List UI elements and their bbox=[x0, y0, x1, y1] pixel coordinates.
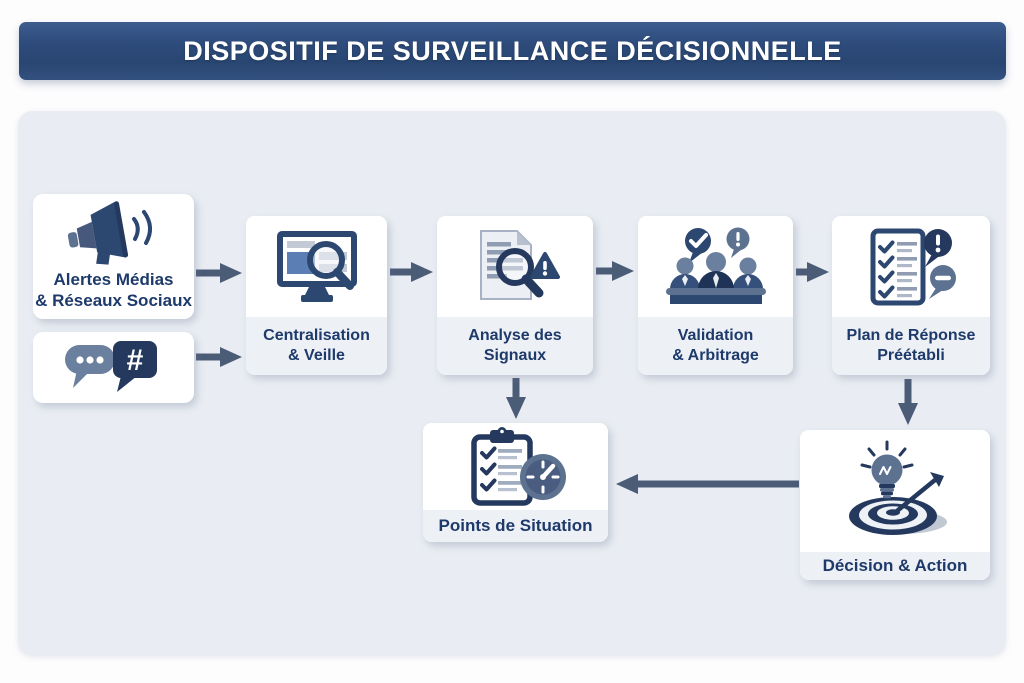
step-analyse-signaux: Analyse des Signaux bbox=[437, 216, 593, 375]
monitor-search-icon bbox=[246, 216, 387, 317]
svg-text:#: # bbox=[126, 344, 143, 377]
output-decision-action: Décision & Action bbox=[800, 430, 990, 580]
output-label: Points de Situation bbox=[423, 510, 608, 542]
title-banner: DISPOSITIF DE SURVEILLANCE DÉCISIONNELLE bbox=[19, 22, 1006, 80]
step-centralisation-veille: Centralisation & Veille bbox=[246, 216, 387, 375]
page-title: DISPOSITIF DE SURVEILLANCE DÉCISIONNELLE bbox=[183, 35, 842, 66]
megaphone-icon bbox=[64, 201, 164, 270]
committee-discussion-icon bbox=[638, 216, 793, 317]
output-points-de-situation: Points de Situation bbox=[423, 423, 608, 542]
source-label: Alertes Médias & Réseaux Sociaux bbox=[35, 270, 192, 310]
social-chat-hashtag-icon: # bbox=[59, 336, 169, 399]
checklist-alert-icon bbox=[832, 216, 990, 317]
step-label: Centralisation & Veille bbox=[246, 317, 387, 375]
step-validation-arbitrage: Validation & Arbitrage bbox=[638, 216, 793, 375]
lightbulb-target-icon bbox=[800, 430, 990, 552]
step-label: Analyse des Signaux bbox=[437, 317, 593, 375]
clipboard-clock-icon bbox=[423, 423, 608, 510]
step-plan-reponse: Plan de Réponse Préétabli bbox=[832, 216, 990, 375]
source-reseaux-sociaux: # bbox=[33, 332, 194, 403]
step-label: Validation & Arbitrage bbox=[638, 317, 793, 375]
step-label: Plan de Réponse Préétabli bbox=[832, 317, 990, 375]
output-label: Décision & Action bbox=[800, 552, 990, 580]
source-alertes-medias: Alertes Médias & Réseaux Sociaux bbox=[33, 194, 194, 319]
document-search-alert-icon bbox=[437, 216, 593, 317]
